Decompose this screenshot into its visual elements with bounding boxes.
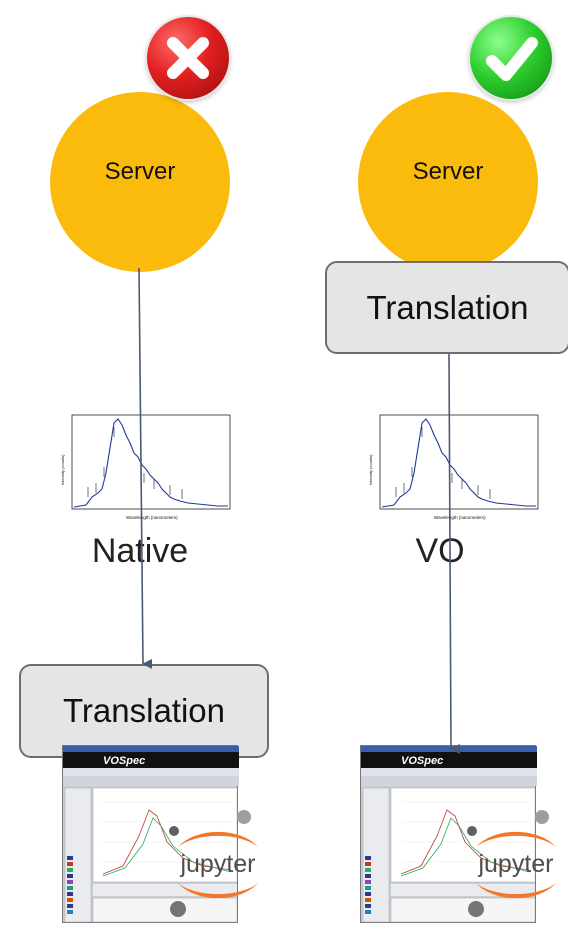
left-spectrum-xlabel: Wavelength (nanometers) <box>126 515 178 520</box>
x-mark-icon <box>147 17 229 99</box>
left-server-label: Server <box>104 158 176 185</box>
left-translation-label: Translation <box>62 692 226 729</box>
right-server-node: Server <box>358 92 538 272</box>
right-spectrum-ylabel: Intensity (counts) <box>368 454 373 485</box>
right-translation-label: Translation <box>366 288 529 326</box>
left-server-node: Server <box>50 92 230 272</box>
check-mark-icon <box>470 17 552 99</box>
right-jupyter-logo: jupyter <box>467 810 556 917</box>
right-spectrum-xlabel: Wavelength (nanometers) <box>434 515 486 520</box>
right-jupyter-text: jupyter <box>477 850 553 878</box>
left-spectrum-ylabel: Intensity (counts) <box>60 454 65 485</box>
left-spectrum-caption: Native <box>91 532 189 570</box>
right-vospec-client: VOSpec <box>360 745 537 923</box>
left-jupyter-logo: jupyter <box>169 810 258 917</box>
right-flow-arrow <box>448 353 461 754</box>
left-vospec-client: VOSpec <box>62 745 239 923</box>
left-jupyter-text: jupyter <box>179 850 255 878</box>
left-vospec-title: VOSpec <box>103 755 145 767</box>
left-flow-arrow <box>138 267 153 669</box>
right-spectrum-caption: VO <box>415 532 465 570</box>
left-spectrum-plot: Intensity (counts) Wavelength (nanometer… <box>60 414 231 520</box>
right-vospec-title: VOSpec <box>401 755 443 767</box>
left-translation-box: Translation <box>19 664 269 758</box>
right-translation-box: Translation <box>325 261 568 354</box>
right-server-label: Server <box>412 158 484 185</box>
